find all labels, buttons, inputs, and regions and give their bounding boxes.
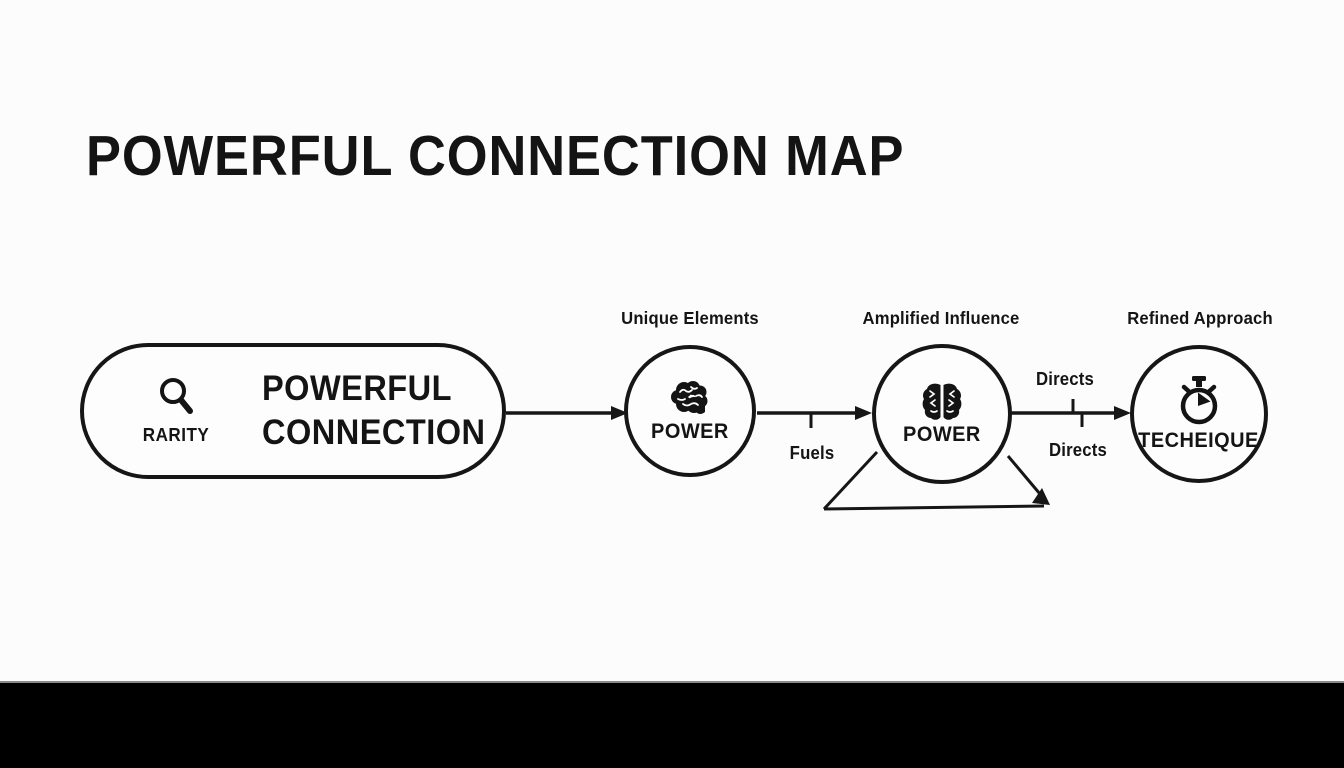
- page-title: POWERFUL CONNECTION MAP: [86, 124, 905, 188]
- edge-label-fuels: Fuels: [789, 443, 835, 463]
- node-techeique: TECHEIQUE: [1130, 345, 1268, 483]
- pill-left-column: RARITY: [128, 376, 224, 446]
- footer-bar: [0, 681, 1344, 768]
- node-label-power-2: POWER: [903, 422, 981, 446]
- edge-label-directs-bottom: Directs: [1048, 440, 1108, 460]
- node-power-2: POWER: [872, 344, 1012, 484]
- pill-title: POWERFUL CONNECTION: [262, 367, 485, 455]
- caption-refined-approach: Refined Approach: [1127, 308, 1273, 328]
- node-label-power-1: POWER: [651, 419, 729, 443]
- brain-top-icon: [922, 383, 962, 420]
- node-label-techeique: TECHEIQUE: [1138, 428, 1260, 452]
- caption-unique-elements: Unique Elements: [621, 308, 759, 328]
- caption-amplified-influence: Amplified Influence: [862, 308, 1020, 328]
- brain-side-icon: [671, 380, 708, 414]
- node-power-1: POWER: [624, 345, 756, 477]
- edge-label-directs-top: Directs: [1035, 369, 1095, 389]
- stopwatch-icon: [1180, 375, 1218, 424]
- pill-title-line2: CONNECTION: [261, 413, 486, 452]
- pill-tag: RARITY: [142, 425, 210, 445]
- node-powerful-connection: RARITY POWERFUL CONNECTION: [80, 343, 506, 479]
- search-icon: [159, 378, 193, 414]
- pill-title-line1: POWERFUL: [261, 369, 452, 408]
